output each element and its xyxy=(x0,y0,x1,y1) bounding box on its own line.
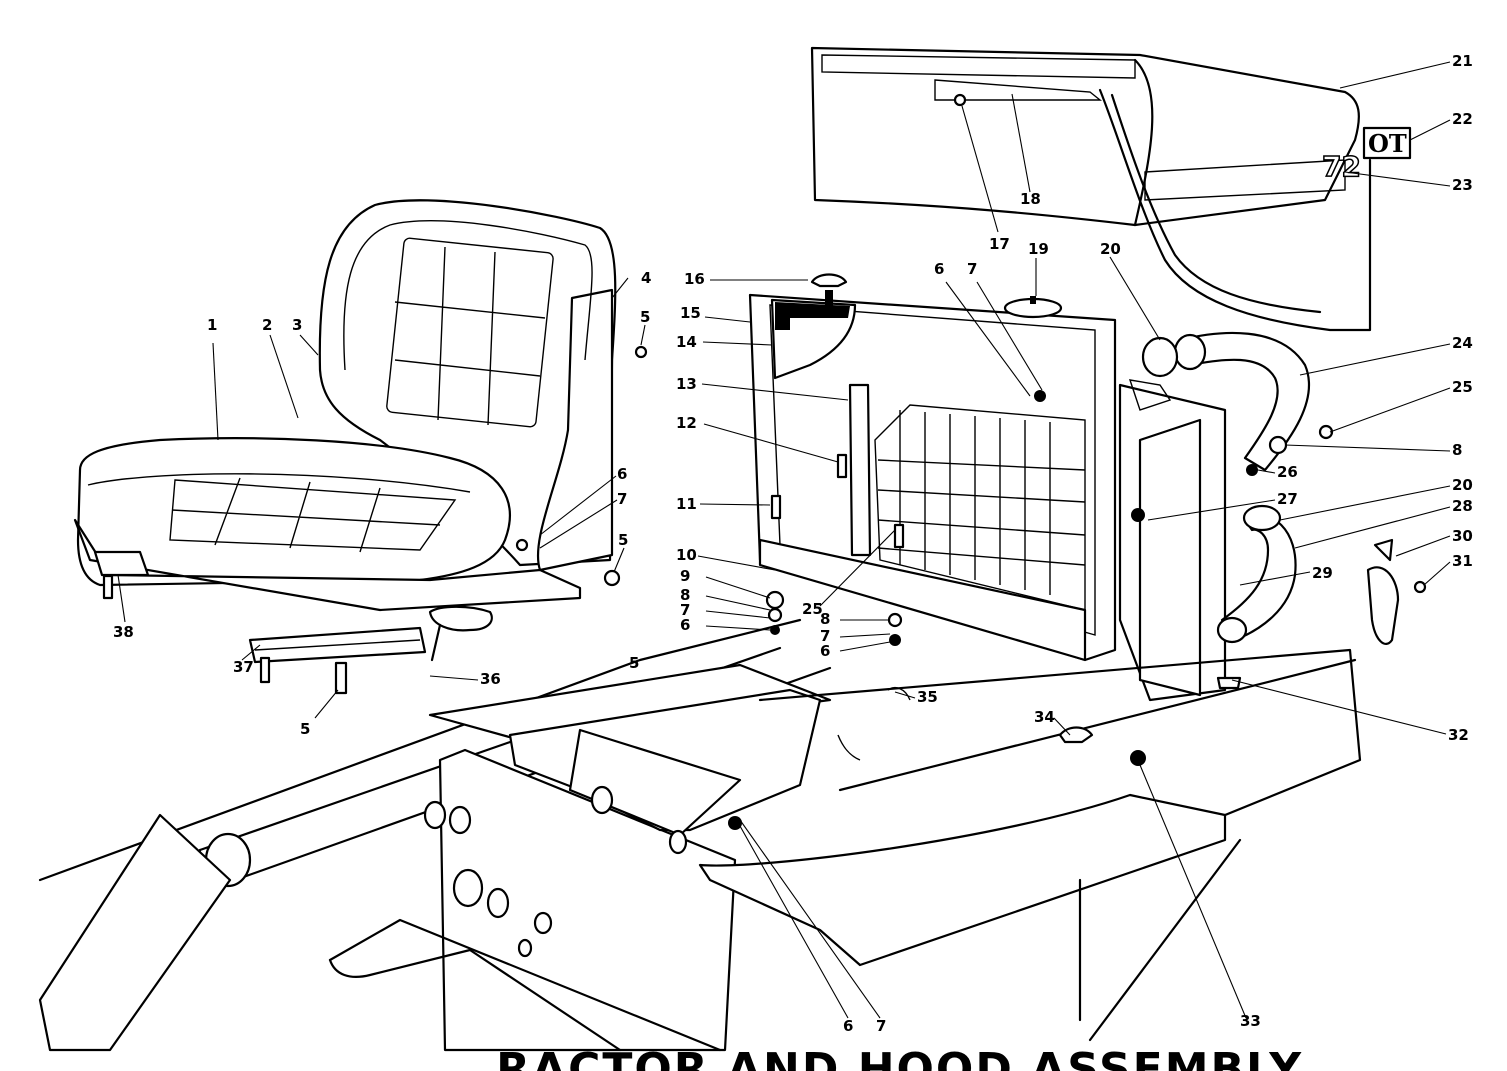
seat-assembly xyxy=(73,199,648,695)
callout-6: 6 xyxy=(820,642,830,660)
callout-2: 2 xyxy=(262,316,272,334)
callout-22: 22 xyxy=(1452,110,1473,128)
callout-18: 18 xyxy=(1020,190,1041,208)
callout-4: 4 xyxy=(641,269,651,287)
callout-14: 14 xyxy=(676,333,697,351)
callout-19: 19 xyxy=(1028,240,1049,258)
chassis-frame xyxy=(38,618,1362,1052)
callout-5: 5 xyxy=(300,720,310,738)
callout-20: 20 xyxy=(1100,240,1121,258)
callout-7: 7 xyxy=(820,627,830,645)
hose-assembly xyxy=(1141,331,1427,645)
callout-28: 28 xyxy=(1452,497,1473,515)
callout-27: 27 xyxy=(1277,490,1298,508)
assembly-title: ...RACTOR AND HOOD ASSEMBLY xyxy=(440,1044,1303,1071)
callout-16: 16 xyxy=(684,270,705,288)
callout-34: 34 xyxy=(1034,708,1055,726)
callout-12: 12 xyxy=(676,414,697,432)
callout-32: 32 xyxy=(1448,726,1469,744)
callout-29: 29 xyxy=(1312,564,1333,582)
callout-5: 5 xyxy=(618,531,628,549)
callout-10: 10 xyxy=(676,546,697,564)
callout-5: 5 xyxy=(640,308,650,326)
hood-assembly: 72 OT xyxy=(810,46,1412,332)
callout-6: 6 xyxy=(680,616,690,634)
callout-26: 26 xyxy=(1277,463,1298,481)
leader-lines xyxy=(117,61,1451,1019)
callout-31: 31 xyxy=(1452,552,1473,570)
callout-7: 7 xyxy=(967,260,977,278)
callout-13: 13 xyxy=(676,375,697,393)
callout-9: 9 xyxy=(680,567,690,585)
callout-7: 7 xyxy=(876,1017,886,1035)
callout-38: 38 xyxy=(113,623,134,641)
callout-25: 25 xyxy=(802,600,823,618)
callout-15: 15 xyxy=(680,304,701,322)
callout-37: 37 xyxy=(233,658,254,676)
callout-23: 23 xyxy=(1452,176,1473,194)
callout-3: 3 xyxy=(292,316,302,334)
callout-24: 24 xyxy=(1452,334,1473,352)
callout-35: 35 xyxy=(917,688,938,706)
callout-7: 7 xyxy=(680,601,690,619)
callout-36: 36 xyxy=(480,670,501,688)
callout-8: 8 xyxy=(1452,441,1462,459)
badge-decal: OT xyxy=(1368,129,1407,158)
callout-5: 5 xyxy=(629,654,639,672)
callout-8: 8 xyxy=(820,610,830,628)
callout-33: 33 xyxy=(1240,1012,1261,1030)
callout-25: 25 xyxy=(1452,378,1473,396)
callout-1: 1 xyxy=(207,316,217,334)
model-number-decal: 72 xyxy=(1322,150,1361,183)
callout-6: 6 xyxy=(843,1017,853,1035)
callout-17: 17 xyxy=(989,235,1010,253)
radiator-assembly xyxy=(748,273,1227,702)
callout-21: 21 xyxy=(1452,52,1473,70)
callout-11: 11 xyxy=(676,495,697,513)
callout-6: 6 xyxy=(934,260,944,278)
callout-8: 8 xyxy=(680,586,690,604)
callout-20: 20 xyxy=(1452,476,1473,494)
callout-6: 6 xyxy=(617,465,627,483)
callout-7: 7 xyxy=(617,490,627,508)
callout-30: 30 xyxy=(1452,527,1473,545)
